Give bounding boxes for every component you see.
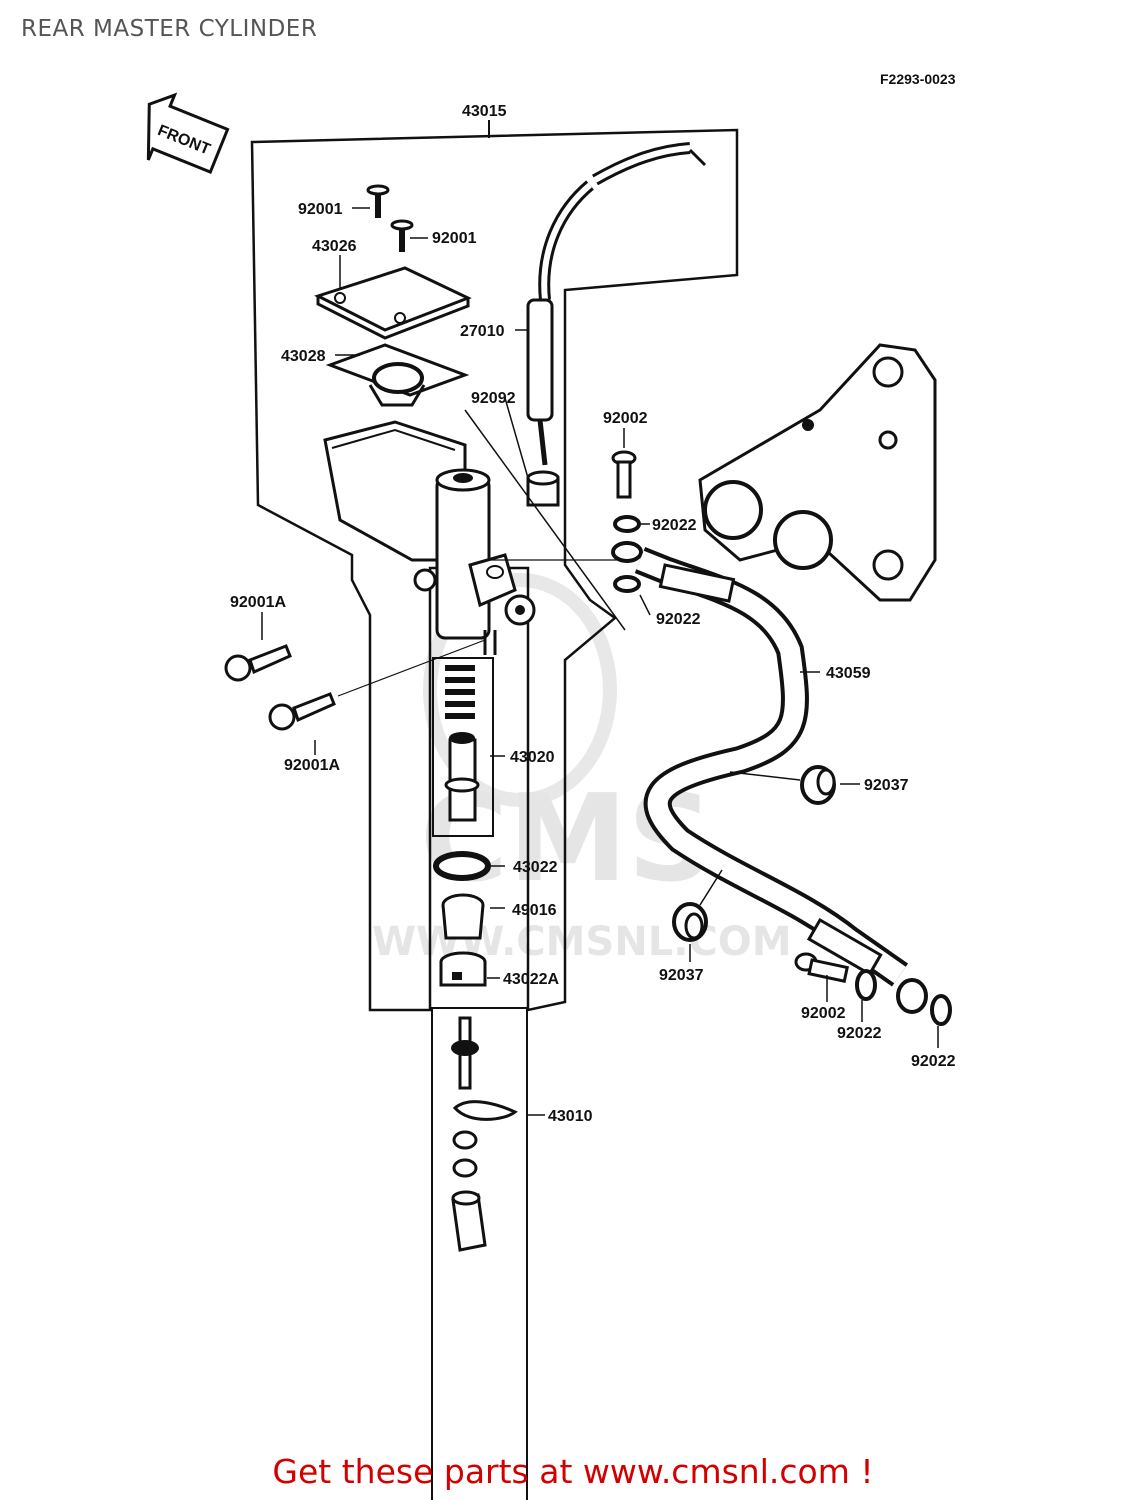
footer-link[interactable]: Get these parts at www.cmsnl.com ! — [272, 1452, 874, 1491]
mounting-bracket — [698, 343, 937, 602]
bolt-92001A-a — [224, 644, 292, 682]
front-arrow-icon: FRONT — [146, 92, 230, 175]
part-label-92001A-a: 92001A — [230, 594, 286, 611]
part-label-43022A: 43022A — [503, 971, 559, 988]
part-label-92001A-b: 92001A — [284, 757, 340, 774]
piston-kit-43020 — [432, 657, 494, 837]
part-label-92022-b: 92022 — [656, 611, 701, 628]
washer-92022-lower-b — [930, 994, 952, 1026]
hose-banjo-end — [611, 541, 643, 563]
part-label-92001-a: 92001 — [298, 201, 343, 218]
brake-hose-43059 — [634, 547, 928, 1014]
part-label-92002-top: 92002 — [603, 410, 648, 427]
banjo-bolt-92002-top — [611, 428, 637, 499]
part-label-43028: 43028 — [281, 348, 326, 365]
part-label-43020: 43020 — [510, 749, 555, 766]
part-label-43026: 43026 — [312, 238, 357, 255]
washer-92022-top — [613, 515, 641, 533]
grommet-92037-left — [672, 869, 723, 942]
part-label-92022-c: 92022 — [837, 1025, 882, 1042]
part-label-92022-d: 92022 — [911, 1053, 956, 1070]
diagram-code: F2293-0023 — [880, 71, 956, 87]
part-label-92002-bottom: 92002 — [801, 1005, 846, 1022]
washer-92022-lower-a — [855, 969, 877, 1001]
part-label-92022-a: 92022 — [652, 517, 697, 534]
push-rod-kit-43010 — [431, 1007, 528, 1500]
part-label-43010: 43010 — [548, 1108, 593, 1125]
banjo-bolt-92002-bottom — [794, 952, 849, 983]
boot-49016 — [441, 893, 485, 940]
part-label-92001-b: 92001 — [432, 230, 477, 247]
seal-43022 — [433, 851, 491, 881]
master-cylinder-body — [323, 420, 536, 655]
diaphragm-43028 — [325, 343, 470, 407]
reservoir-cap-43026 — [314, 266, 472, 340]
watermark-url: WWW.CMSNL.COM — [372, 919, 792, 965]
part-label-92092: 92092 — [471, 390, 516, 407]
part-label-27010: 27010 — [460, 323, 505, 340]
part-label-92037-b: 92037 — [659, 967, 704, 984]
page-title: REAR MASTER CYLINDER — [21, 16, 318, 42]
part-label-43059: 43059 — [826, 665, 871, 682]
part-label-43022: 43022 — [513, 859, 558, 876]
clip-43022A — [439, 951, 487, 987]
bolt-92001A-b — [268, 639, 486, 731]
screw-92001-a — [366, 184, 390, 218]
screw-92001-b — [390, 219, 414, 252]
part-label-92037-a: 92037 — [864, 777, 909, 794]
grommet-92037-right — [729, 765, 836, 805]
bushing-92092 — [464, 397, 626, 631]
part-label-49016: 49016 — [512, 902, 557, 919]
leader-lines — [261, 207, 939, 1116]
washer-92022-bottom — [613, 575, 641, 593]
part-label-43015: 43015 — [462, 103, 507, 120]
brake-switch-27010 — [526, 142, 707, 466]
